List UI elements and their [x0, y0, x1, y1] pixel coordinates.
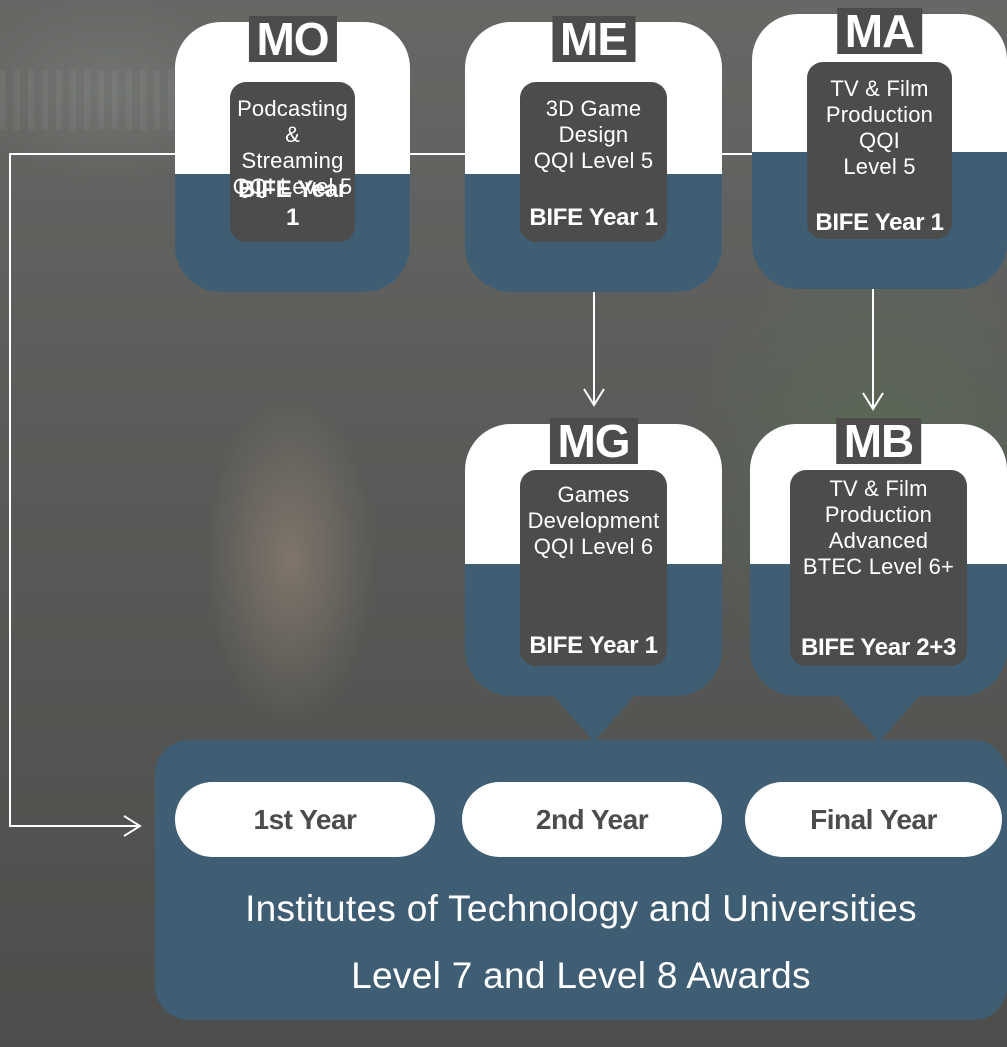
mo-to-first-year-connector — [9, 153, 175, 827]
card-body: 3D Game Design QQI Level 5 BIFE Year 1 — [520, 82, 667, 242]
course-card-ma: TV & Film Production QQI Level 5 BIFE Ye… — [752, 8, 1007, 289]
card-line: QQI Level 5 — [232, 174, 353, 199]
card-footer: BIFE Year 1 — [529, 204, 658, 231]
course-card-mo: Podcasting & Streaming QQI Level 5 BIFE … — [175, 16, 410, 292]
card-line: Production — [824, 502, 933, 527]
course-code: MO — [248, 16, 337, 62]
card-line: QQI Level 6 — [533, 534, 654, 559]
ma-to-mb-arrowhead — [862, 392, 884, 411]
card-line: TV & Film — [830, 76, 929, 101]
card-line: Design — [558, 122, 629, 147]
me-to-mg-arrowhead — [583, 388, 605, 407]
year-pill-first: 1st Year — [175, 782, 435, 857]
course-code: MB — [835, 418, 922, 464]
card-line: QQI Level 5 — [533, 148, 654, 173]
destination-title: Institutes of Technology and Universitie… — [245, 888, 917, 929]
course-code: MA — [836, 8, 923, 54]
card-footer: BIFE Year 1 — [529, 632, 658, 659]
course-card-me: 3D Game Design QQI Level 5 BIFE Year 1 M… — [465, 16, 722, 292]
card-line: BTEC Level 6+ — [802, 554, 955, 579]
card-footer: BIFE Year 2+3 — [800, 634, 957, 661]
card-footer: BIFE Year 1 — [815, 209, 944, 236]
year-pill-second: 2nd Year — [462, 782, 722, 857]
card-body: Podcasting & Streaming QQI Level 5 BIFE … — [230, 82, 355, 242]
mo-to-first-year-arrowhead — [123, 815, 142, 837]
card-body: TV & Film Production Advanced BTEC Level… — [790, 470, 967, 666]
card-line: Streaming — [241, 148, 344, 173]
card-line: QQI — [859, 128, 900, 153]
card-line: Level 5 — [843, 154, 916, 179]
card-line: 3D Game — [545, 96, 642, 121]
course-card-mg: Games Development QQI Level 6 BIFE Year … — [465, 418, 722, 742]
card-line: Advanced — [828, 528, 929, 553]
course-code: MG — [549, 418, 638, 464]
course-card-mb: TV & Film Production Advanced BTEC Level… — [750, 418, 1007, 742]
card-pointer — [836, 694, 921, 742]
card-body: Games Development QQI Level 6 BIFE Year … — [520, 470, 667, 666]
card-line: Development — [527, 508, 660, 533]
card-line: Production — [825, 102, 934, 127]
card-line: Podcasting & — [237, 96, 348, 147]
year-pill-final: Final Year — [745, 782, 1002, 857]
card-footer: BIFE Year 1 — [238, 176, 347, 231]
course-code: ME — [552, 16, 635, 62]
card-line: TV & Film — [829, 476, 928, 501]
card-body: TV & Film Production QQI Level 5 BIFE Ye… — [807, 62, 952, 239]
destination-subtitle: Level 7 and Level 8 Awards — [351, 955, 811, 996]
card-line: Games — [557, 482, 630, 507]
card-pointer — [551, 694, 636, 742]
